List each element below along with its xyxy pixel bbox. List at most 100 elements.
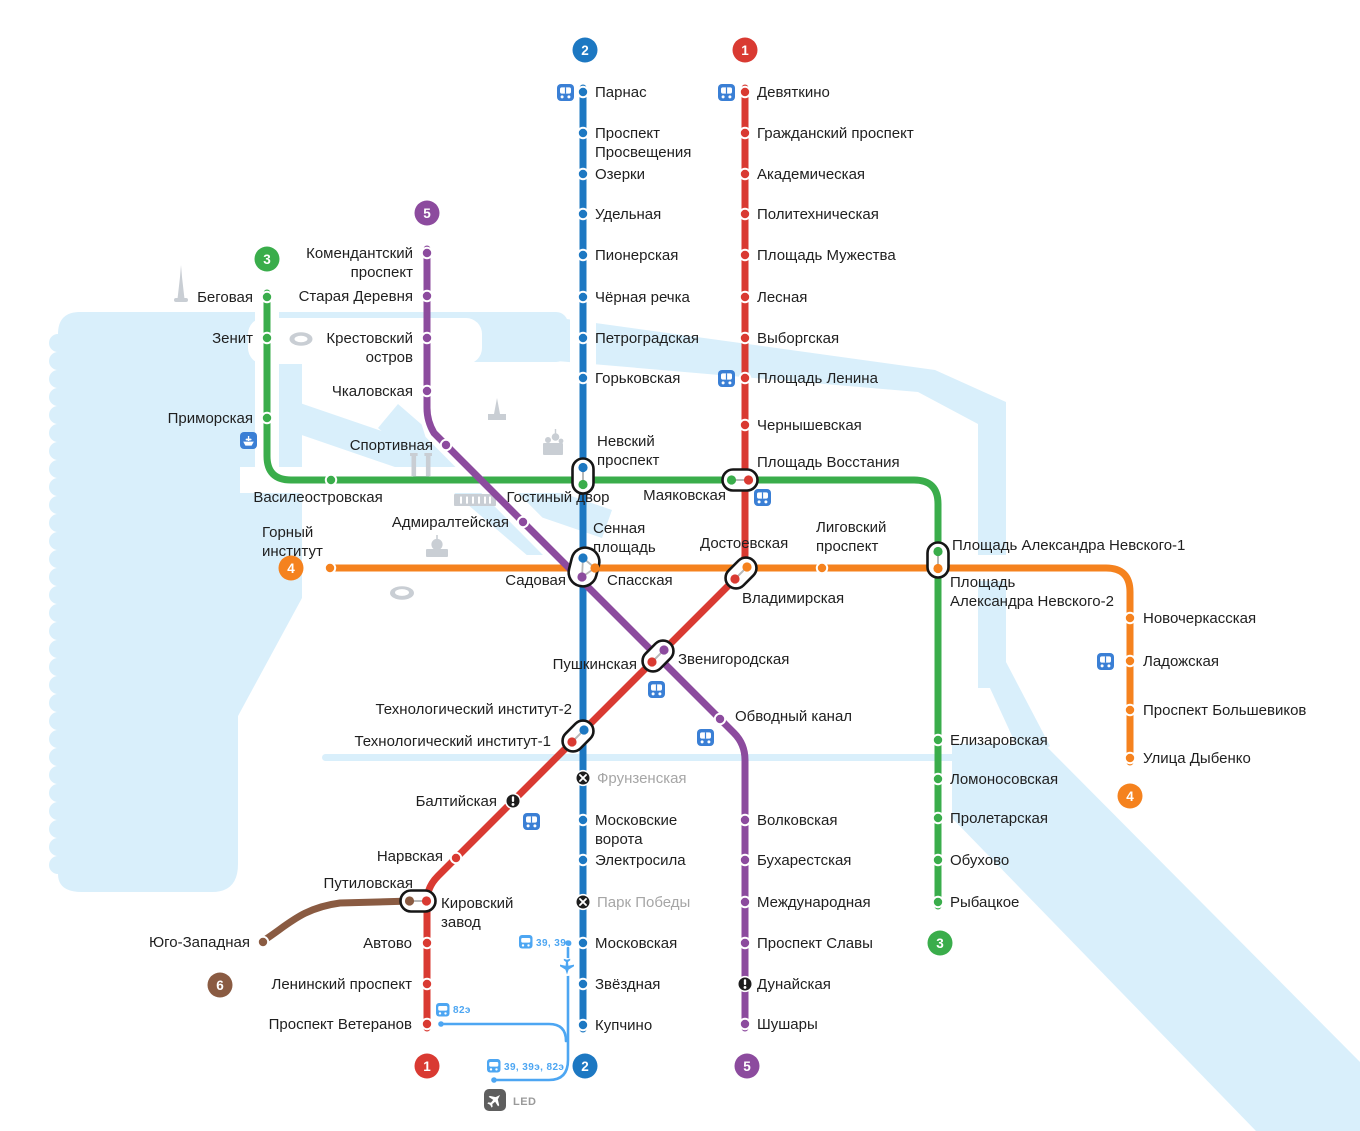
- station[interactable]: Елизаровская: [931, 732, 1048, 749]
- station[interactable]: Московская: [576, 935, 677, 952]
- station-label[interactable]: Гражданский проспект: [757, 125, 914, 142]
- station[interactable]: Василеостровская: [253, 473, 383, 506]
- station-marker[interactable]: [420, 936, 434, 950]
- station-marker[interactable]: [738, 371, 752, 385]
- station-label[interactable]: Пионерская: [595, 247, 678, 264]
- station-label[interactable]: Площадь Александра Невского-1: [952, 537, 1185, 554]
- closed-station-icon[interactable]: [574, 769, 592, 787]
- station-marker[interactable]: [738, 418, 752, 432]
- station-marker[interactable]: [420, 384, 434, 398]
- station-marker[interactable]: [420, 289, 434, 303]
- station-marker[interactable]: [738, 853, 752, 867]
- station[interactable]: Шушары: [738, 1016, 818, 1033]
- station-label[interactable]: Ломоносовская: [950, 771, 1058, 788]
- station-label[interactable]: Парк Победы: [597, 894, 690, 911]
- station[interactable]: Старая Деревня: [299, 288, 434, 305]
- station-label[interactable]: Маяковская: [643, 487, 726, 504]
- station[interactable]: Площадь Мужества: [738, 247, 897, 264]
- station[interactable]: Волковская: [738, 812, 838, 829]
- station[interactable]: Гостиный двор: [506, 489, 609, 506]
- station-label[interactable]: Новочеркасская: [1143, 610, 1256, 627]
- closed-station-icon[interactable]: [574, 893, 592, 911]
- station-marker[interactable]: [576, 977, 590, 991]
- notice-station-icon[interactable]: [504, 792, 522, 810]
- station-label[interactable]: Международная: [757, 894, 871, 911]
- station[interactable]: Выборгская: [738, 330, 839, 347]
- station-label[interactable]: Проспект Ветеранов: [269, 1016, 412, 1033]
- station-label[interactable]: Василеостровская: [253, 489, 382, 506]
- station-label[interactable]: Девяткино: [757, 84, 830, 101]
- station-marker[interactable]: [576, 371, 590, 385]
- station[interactable]: Адмиралтейская: [392, 514, 530, 531]
- transfer-pill[interactable]: [399, 889, 437, 913]
- station-label[interactable]: Пролетарская: [950, 810, 1048, 827]
- station-label[interactable]: Обухово: [950, 852, 1009, 869]
- station-marker[interactable]: [1123, 611, 1137, 625]
- transfer-pill[interactable]: [721, 553, 761, 593]
- station[interactable]: Площадь Восстания: [757, 454, 900, 471]
- notice-station-icon[interactable]: [736, 975, 754, 993]
- station[interactable]: Дунайская: [736, 975, 831, 993]
- station-label[interactable]: Владимирская: [742, 590, 844, 607]
- station[interactable]: Проспект Славы: [738, 935, 873, 952]
- station[interactable]: Владимирская: [742, 590, 844, 607]
- station-label[interactable]: Площадь Мужества: [757, 247, 896, 264]
- station[interactable]: Новочеркасская: [1123, 610, 1256, 627]
- station[interactable]: Звёздная: [576, 976, 661, 993]
- station-marker[interactable]: [1123, 751, 1137, 765]
- station-label[interactable]: Спасская: [607, 572, 673, 589]
- station-marker[interactable]: [324, 473, 338, 487]
- station-label[interactable]: Зенит: [212, 330, 253, 347]
- station-label[interactable]: Ладожская: [1143, 653, 1219, 670]
- station-label[interactable]: Автово: [363, 935, 412, 952]
- station-marker[interactable]: [738, 813, 752, 827]
- station-label[interactable]: Технологический институт-2: [375, 701, 572, 718]
- station-label[interactable]: Гостиный двор: [506, 489, 609, 506]
- station-marker[interactable]: [738, 1017, 752, 1031]
- station-marker[interactable]: [931, 895, 945, 909]
- station-label[interactable]: Адмиралтейская: [392, 514, 509, 531]
- station[interactable]: Горьковская: [576, 370, 681, 387]
- station-label[interactable]: Звенигородская: [678, 651, 789, 668]
- station[interactable]: Достоевская: [700, 535, 788, 552]
- station-label[interactable]: Пушкинская: [553, 656, 637, 673]
- station-marker[interactable]: [449, 851, 463, 865]
- station-marker[interactable]: [738, 331, 752, 345]
- station-label[interactable]: Улица Дыбенко: [1143, 750, 1251, 767]
- station[interactable]: Площадь Александра Невского-1: [952, 537, 1185, 554]
- station[interactable]: Улица Дыбенко: [1123, 750, 1251, 767]
- station[interactable]: Нарвская: [377, 848, 463, 865]
- station[interactable]: Ленинский проспект: [272, 976, 434, 993]
- station-marker[interactable]: [576, 290, 590, 304]
- station[interactable]: Спасская: [607, 572, 673, 589]
- station-label[interactable]: Ленинский проспект: [272, 976, 413, 993]
- station-marker[interactable]: [738, 167, 752, 181]
- station-marker[interactable]: [256, 935, 270, 949]
- station[interactable]: Приморская: [168, 410, 274, 427]
- station-label[interactable]: Выборгская: [757, 330, 839, 347]
- transfer-pill[interactable]: [721, 468, 759, 492]
- station[interactable]: Чкаловская: [332, 383, 434, 400]
- station[interactable]: Гражданский проспект: [738, 125, 914, 142]
- station[interactable]: Маяковская: [643, 487, 726, 504]
- station-marker[interactable]: [931, 772, 945, 786]
- station[interactable]: Звенигородская: [678, 651, 789, 668]
- station[interactable]: Рыбацкое: [931, 894, 1020, 911]
- station-label[interactable]: Фрунзенская: [597, 770, 687, 787]
- station-marker[interactable]: [1123, 703, 1137, 717]
- station[interactable]: Чёрная речка: [576, 289, 691, 306]
- station[interactable]: Озерки: [576, 166, 645, 183]
- transfer-pill[interactable]: [926, 541, 950, 579]
- station[interactable]: Купчино: [576, 1017, 652, 1034]
- station[interactable]: Бухарестская: [738, 852, 852, 869]
- station-marker[interactable]: [738, 207, 752, 221]
- station-label[interactable]: Технологический институт-1: [354, 733, 551, 750]
